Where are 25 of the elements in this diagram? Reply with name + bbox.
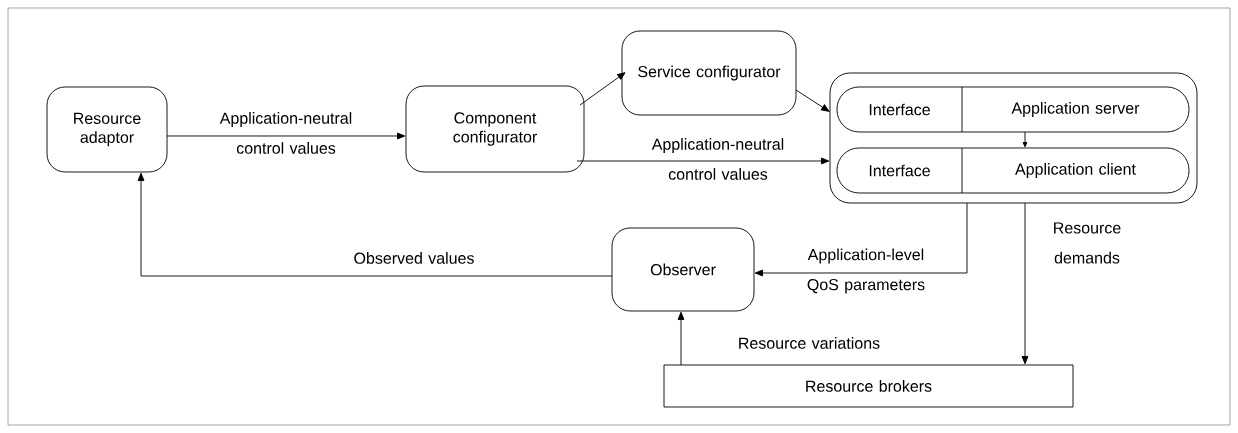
arrow (795, 89, 830, 112)
edge-label: Observed values (354, 252, 474, 264)
arrow (166, 132, 406, 140)
arrow (576, 157, 830, 165)
process-box: Service configurator (621, 30, 797, 116)
interface-box: Interface (836, 86, 963, 133)
arrow (137, 172, 613, 277)
edge-label: Application-level QoS parameters (807, 248, 925, 294)
arrow (1021, 202, 1029, 365)
edge-label: Application-neutral control values (651, 138, 784, 180)
arrow (1022, 131, 1028, 148)
interface-box: Interface (836, 147, 963, 194)
application-box: Application client (961, 147, 1190, 194)
container-box (829, 72, 1198, 204)
application-box: Application server (961, 86, 1190, 133)
process-box: Observer (611, 227, 755, 312)
process-box: Resource adaptor (46, 86, 168, 173)
edge-label: Resource variations (739, 337, 880, 349)
arrow (677, 311, 685, 366)
arrow (579, 72, 626, 106)
process-box: Component configurator (405, 85, 585, 173)
broker-box: Resource brokers (663, 364, 1074, 408)
arrow (754, 202, 968, 277)
edge-label: Resource demands (1054, 222, 1121, 264)
edge-label: Application-neutral control values (219, 112, 352, 154)
